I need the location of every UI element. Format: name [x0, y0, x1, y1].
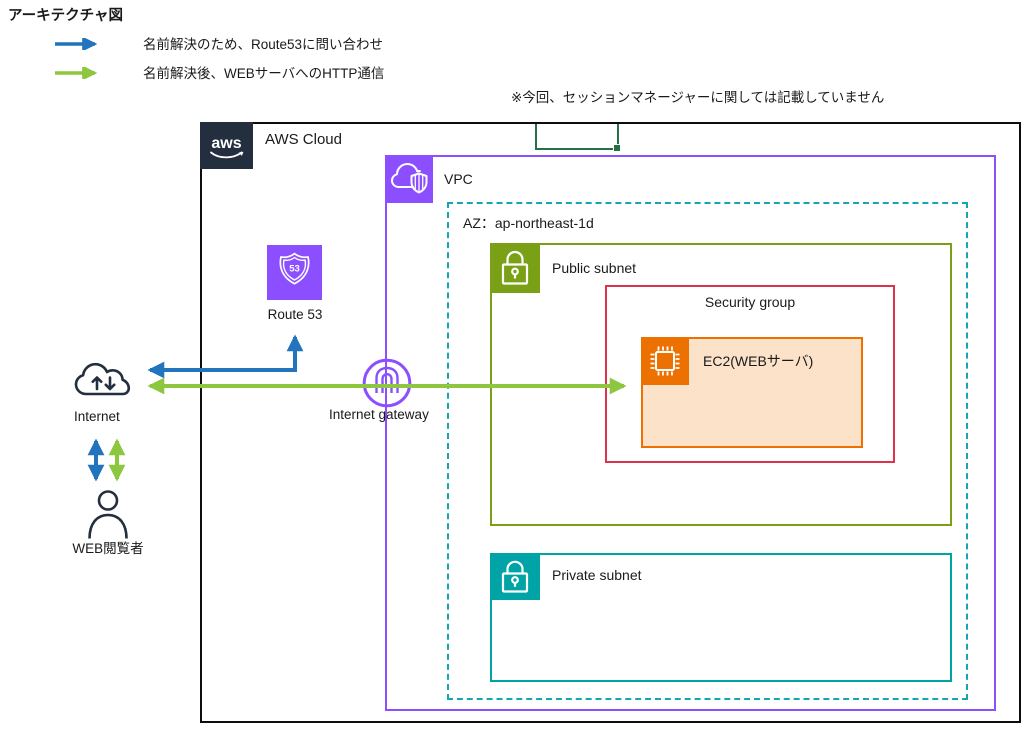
web-user-label: WEB閲覧者 — [72, 541, 144, 556]
note-session-manager: ※今回、セッションマネージャーに関しては記載していません — [511, 90, 885, 105]
vpc-container[interactable] — [385, 155, 996, 711]
availability-zone-container[interactable] — [447, 202, 968, 700]
legend-arrow-blue — [55, 38, 98, 50]
private-subnet-lock-icon[interactable] — [490, 553, 540, 600]
aws-logo-text: aws — [211, 135, 241, 152]
legend-arrow-green — [55, 67, 98, 79]
private-subnet-label: Private subnet — [552, 567, 642, 583]
route53-label: Route 53 — [267, 307, 323, 322]
internet-cloud-icon[interactable] — [70, 356, 138, 406]
aws-cloud-container[interactable] — [200, 122, 1021, 723]
internet-gateway-label: Internet gateway — [329, 407, 429, 422]
public-subnet-label: Public subnet — [552, 260, 637, 276]
ec2-label: EC2(WEBサーバ) — [703, 353, 814, 369]
public-subnet-lock-icon[interactable] — [490, 243, 540, 293]
route53-shield-number: 53 — [289, 264, 300, 275]
legend-label-dns-query: 名前解決のため、Route53に問い合わせ — [143, 37, 384, 52]
vpc-label: VPC — [444, 171, 473, 187]
security-group-container[interactable] — [605, 285, 895, 463]
page-title: アーキテクチャ図 — [8, 8, 123, 24]
legend-label-http-traffic: 名前解決後、WEBサーバへのHTTP通信 — [143, 66, 385, 81]
internet-label: Internet — [74, 409, 120, 424]
selection-fill-handle[interactable] — [613, 144, 621, 152]
web-user-person-icon[interactable] — [85, 489, 131, 541]
security-group-label: Security group — [704, 294, 796, 310]
private-subnet-container[interactable] — [490, 553, 952, 682]
ec2-chip-icon[interactable] — [641, 337, 689, 385]
cell-selection-rectangle[interactable] — [535, 124, 621, 152]
internet-gateway-icon[interactable] — [361, 357, 413, 409]
route53-icon[interactable]: 53 — [267, 245, 322, 300]
aws-logo-icon[interactable]: aws — [200, 122, 253, 169]
availability-zone-label: AZ：ap-northeast-1d — [463, 215, 594, 231]
aws-cloud-label: AWS Cloud — [265, 131, 342, 148]
vpc-icon[interactable] — [385, 155, 433, 203]
ec2-node[interactable] — [641, 337, 863, 448]
